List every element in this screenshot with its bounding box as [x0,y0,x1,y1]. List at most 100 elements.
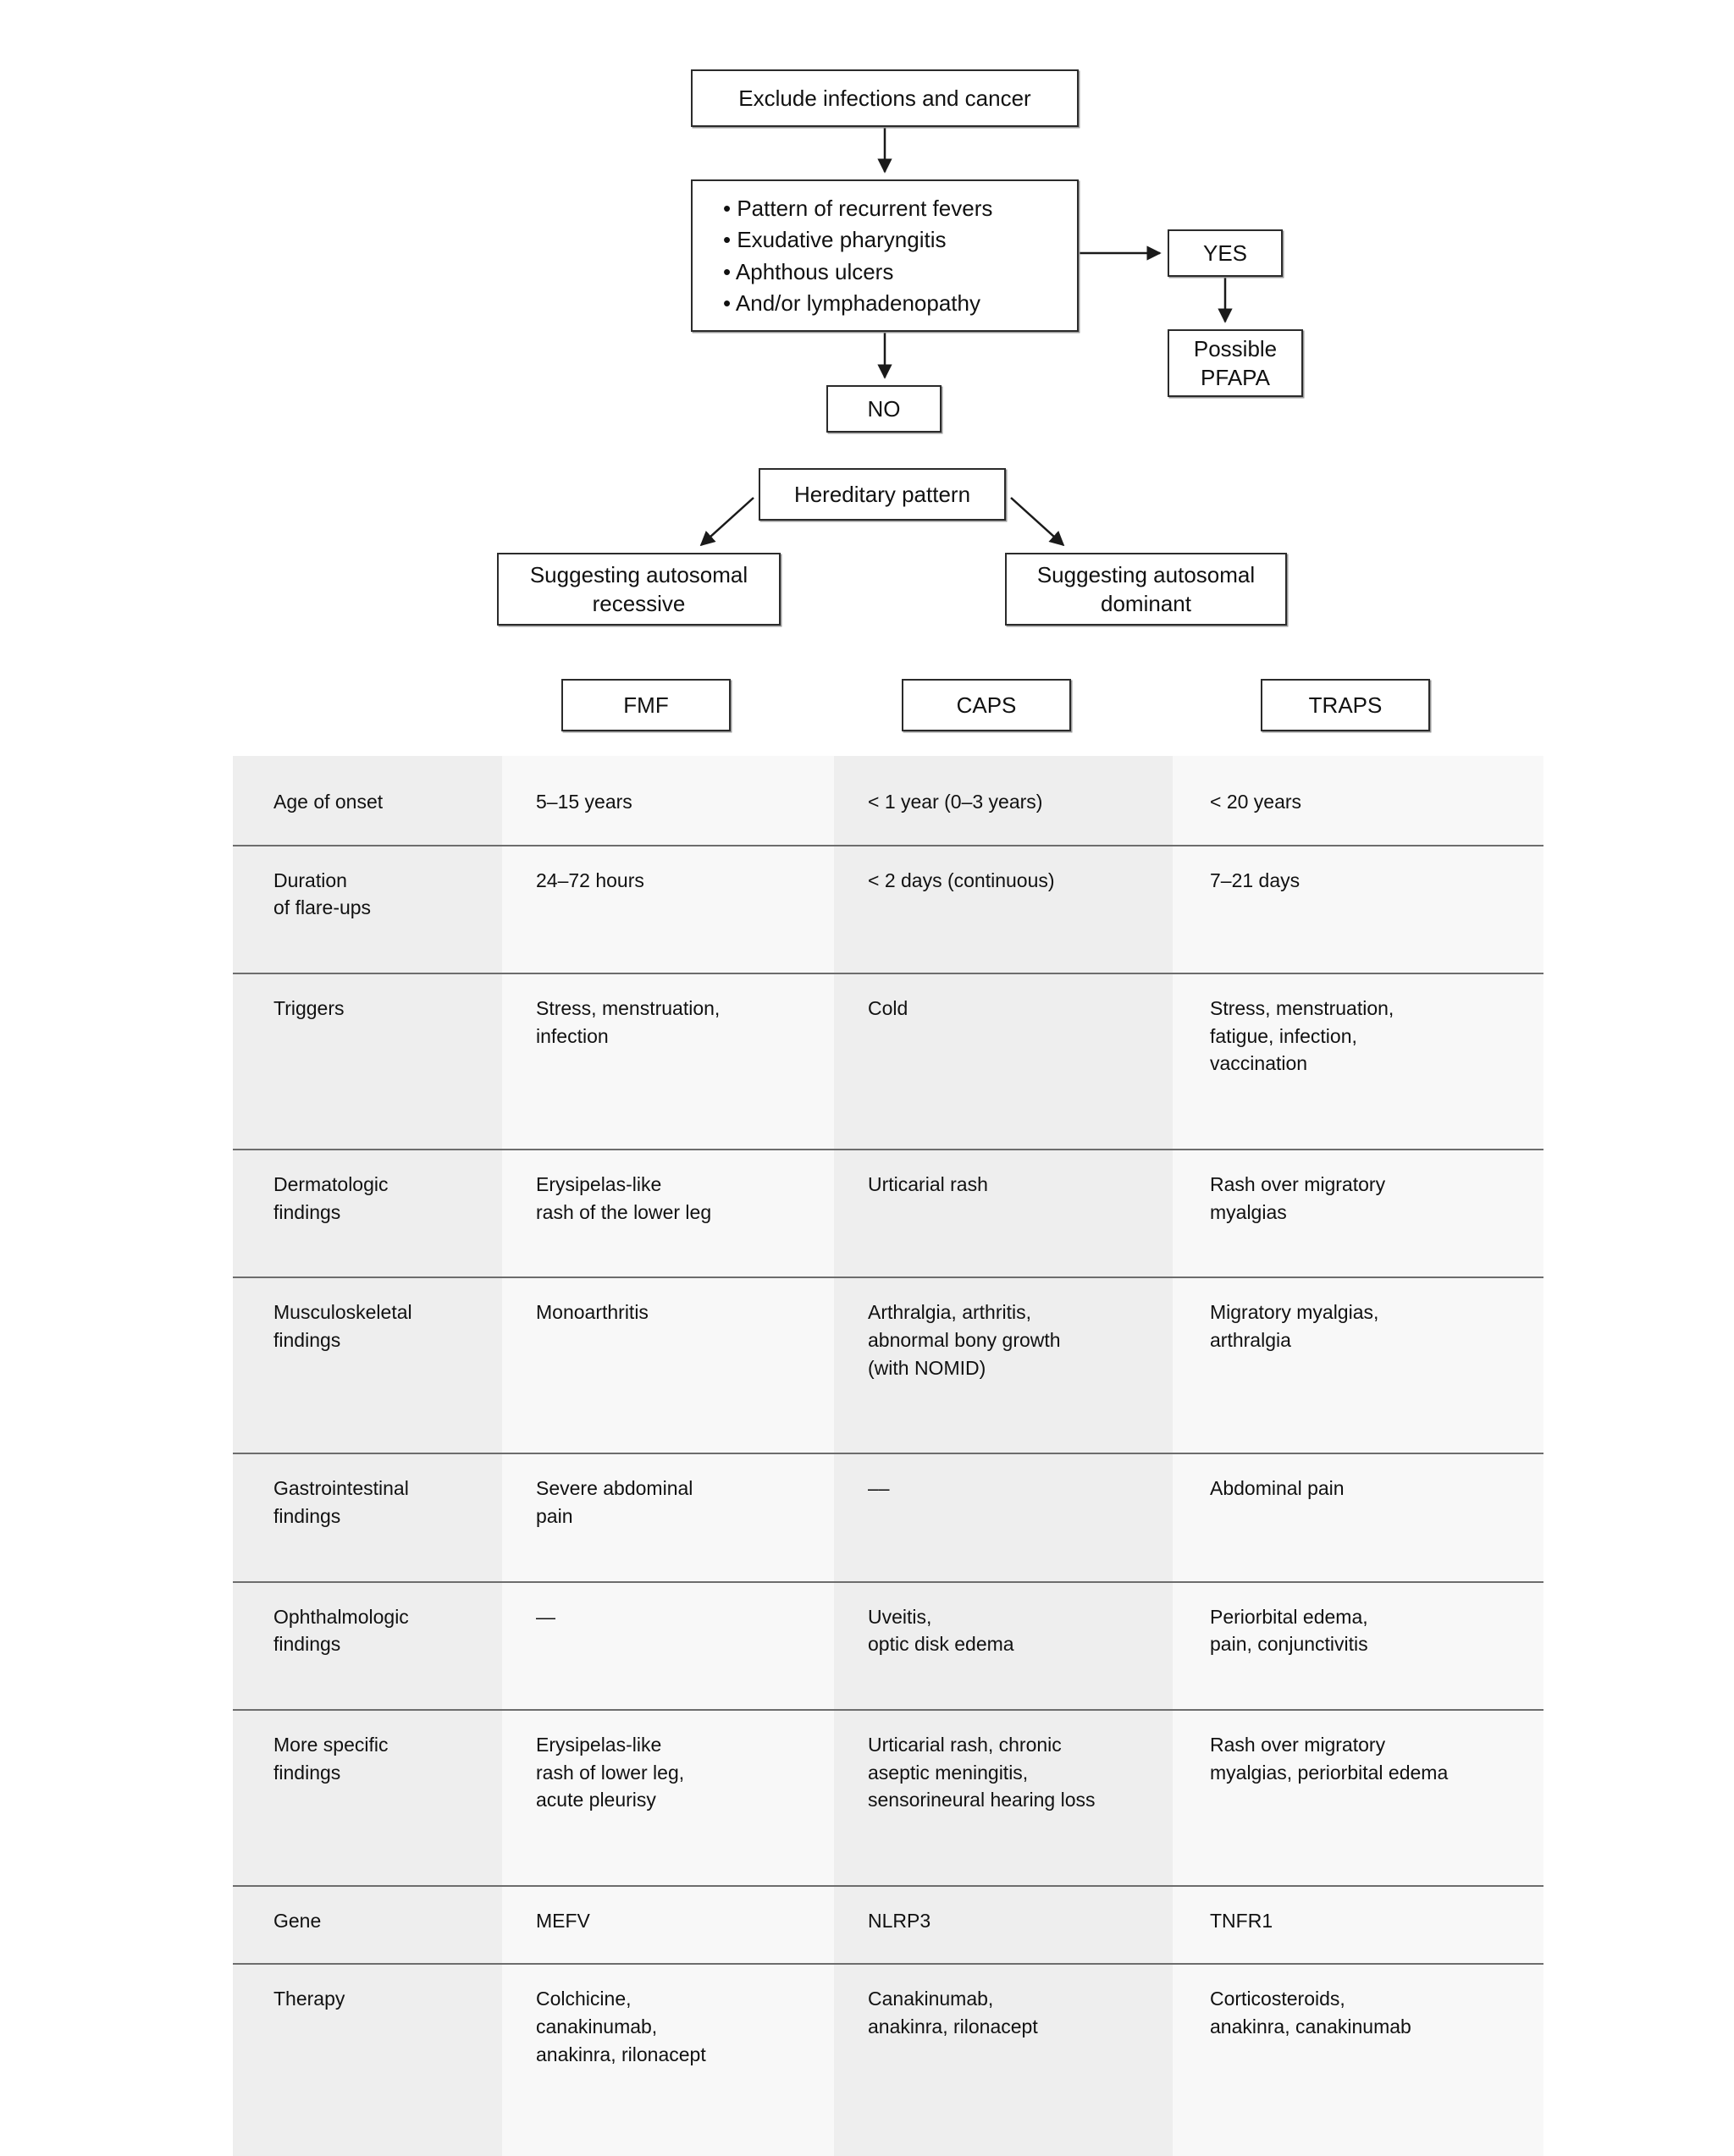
cell-line: TNFR1 [1210,1909,1273,1932]
box-recessive-line-1: recessive [592,591,686,616]
cell-line: Musculoskeletal [273,1301,412,1324]
cell-line: Migratory myalgias, [1210,1301,1379,1324]
table-cell-fmf: — [502,1580,834,1710]
table-row-label: Gene [233,1884,502,1965]
criteria-item-2: • Aphthous ulcers [723,258,894,284]
box-yes-label: YES [1202,240,1248,266]
table-cell-caps: Urticarial rash, chronic aseptic meningit… [834,1708,1173,1886]
cell-line: findings [273,1504,341,1527]
cell-line: anakinra, rilonacept [536,2043,706,2065]
box-traps: TRAPS [1261,679,1430,731]
cell-line: findings [273,1328,341,1351]
cell-line: Canakinumab, [868,1988,994,2010]
cell-line: Colchicine, [536,1988,632,2010]
cell-line: findings [273,1633,341,1656]
table-row: Gene MEFV NLRP3 TNFR1 [233,1884,1543,1965]
box-autosomal-recessive: Suggesting autosomal recessive [497,553,781,626]
table-row-label: More specific findings [233,1708,502,1886]
cell-line: Urticarial rash [868,1172,988,1195]
box-hereditary-label: Hereditary pattern [793,481,971,507]
box-exclude-label: Exclude infections and cancer [738,85,1031,111]
box-fmf: FMF [561,679,731,731]
table-cell-caps: Canakinumab, anakinra, rilonacept [834,1963,1173,2156]
box-caps: CAPS [902,679,1071,731]
box-dominant-text: Suggesting autosomal dominant [1007,560,1285,619]
table-cell-caps: NLRP3 [834,1884,1173,1965]
table-cell-fmf: Colchicine, canakinumab, anakinra, rilonac… [502,1963,834,2156]
cell-line: rash of the lower leg [536,1200,712,1223]
box-traps-label: TRAPS [1308,692,1383,718]
table-cell-fmf: Erysipelas-like rash of the lower leg [502,1148,834,1278]
box-pfapa-text: Possible PFAPA [1169,334,1301,393]
box-clinical-criteria: • Pattern of recurrent fevers • Exudativ… [691,179,1079,332]
table-cell-caps: < 1 year (0–3 years) [834,756,1173,846]
cell-line: Arthralgia, arthritis, [868,1301,1032,1324]
table-cell-traps: Periorbital edema,pain, conjunctivitis [1173,1580,1543,1710]
cell-line: of flare-ups [273,896,372,919]
table-row-label: Age of onset [233,756,502,846]
cell-line: Periorbital edema, [1210,1605,1368,1628]
box-pfapa-line-0: Possible [1193,335,1278,361]
cell-line: < 20 years [1210,791,1302,813]
table-cell-traps: 7–21 days [1173,844,1543,973]
table-cell-traps: Corticosteroids,anakinra, canakinumab [1173,1963,1543,2156]
table-cell-fmf: Stress, menstruation,infection [502,972,834,1150]
table-cell-fmf: MEFV [502,1884,834,1965]
box-no-label: NO [867,395,901,422]
cell-line: findings [273,1761,341,1784]
cell-line: Age of onset [273,791,384,813]
cell-line: MEFV [536,1909,590,1932]
cell-line: Erysipelas-like [536,1733,662,1756]
box-caps-label: CAPS [956,692,1017,718]
cell-line: Dermatologic [273,1172,389,1195]
table-row-label: Triggers [233,972,502,1150]
box-no: NO [826,385,942,433]
cell-line: NLRP3 [868,1909,931,1932]
criteria-item-0: • Pattern of recurrent fevers [723,195,993,221]
cell-line: Monoarthritis [536,1301,649,1324]
table-cell-caps: Cold [834,972,1173,1150]
table-cell-traps: Abdominal pain [1173,1453,1543,1582]
table-row: Gastrointestinal findings Severe abdominal… [233,1453,1543,1582]
cell-line: aseptic meningitis, [868,1761,1029,1784]
cell-line: 7–21 days [1210,868,1300,891]
table-row-label: Musculoskeletal findings [233,1277,502,1454]
cell-line: canakinumab, [536,2015,658,2038]
table-cell-traps: < 20 years [1173,756,1543,846]
cell-line: Erysipelas-like [536,1172,662,1195]
criteria-item-3: • And/or lymphadenopathy [723,289,980,316]
table-cell-caps: Urticarial rash [834,1148,1173,1278]
table-cell-caps: –– [834,1453,1173,1582]
cell-line: acute pleurisy [536,1789,656,1811]
box-recessive-line-0: Suggesting autosomal [529,561,748,587]
cell-line: More specific [273,1733,389,1756]
table-cell-traps: Stress, menstruation,fatigue, infection,… [1173,972,1543,1150]
cell-line: Ophthalmologic [273,1605,409,1628]
cell-line: myalgias [1210,1200,1287,1223]
table-cell-fmf: Monoarthritis [502,1277,834,1454]
box-fmf-label: FMF [623,692,669,718]
criteria-item-1: • Exudative pharyngitis [723,227,947,253]
criteria-bullet-list: • Pattern of recurrent fevers • Exudativ… [693,192,992,318]
cell-line: Gastrointestinal [273,1477,409,1500]
cell-line: Urticarial rash, chronic [868,1733,1062,1756]
cell-line: Cold [868,996,908,1019]
cell-line: < 1 year (0–3 years) [868,791,1043,813]
table-cell-caps: Arthralgia, arthritis,abnormal bony grow… [834,1277,1173,1454]
cell-line: arthralgia [1210,1328,1291,1351]
cell-line: anakinra, rilonacept [868,2015,1038,2038]
cell-line: < 2 days (continuous) [868,868,1055,891]
box-pfapa-line-1: PFAPA [1201,365,1270,390]
cell-line: Rash over migratory [1210,1733,1386,1756]
cell-line: optic disk edema [868,1633,1014,1656]
